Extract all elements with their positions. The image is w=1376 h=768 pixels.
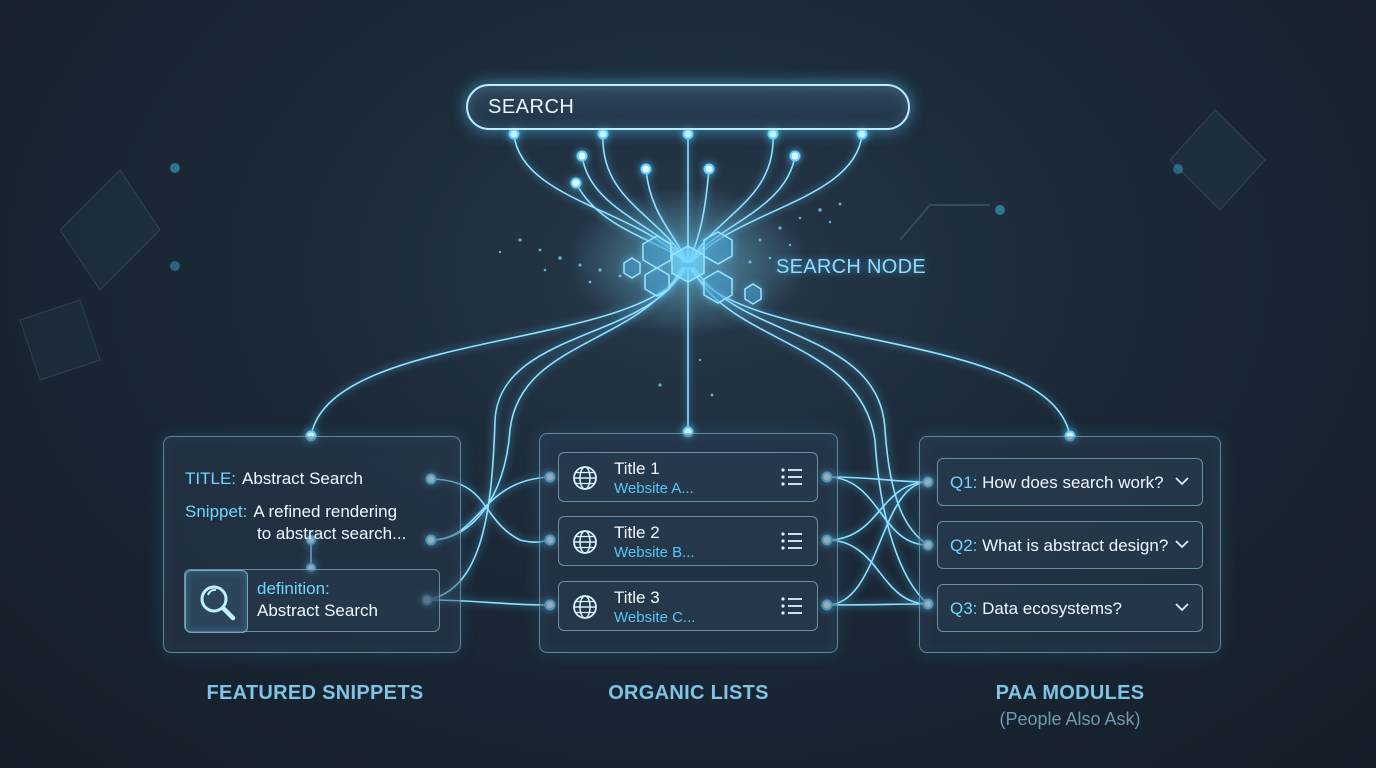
paa-question-label: What is abstract design?	[982, 536, 1169, 555]
featured-title-value: Abstract Search	[242, 469, 363, 488]
search-input[interactable]	[468, 86, 908, 128]
organic-result-title: Title 2	[614, 523, 660, 542]
organic-result-site: Website A...	[614, 480, 694, 497]
paa-question-number: Q1:	[950, 473, 978, 492]
definition-card[interactable]: definition: Abstract Search	[184, 569, 440, 633]
paa-question-number: Q3:	[950, 599, 978, 618]
magnifier-icon-box	[185, 570, 248, 633]
paa-question-2[interactable]: Q2: What is abstract design?	[937, 521, 1203, 569]
chevron-down-icon[interactable]	[1175, 540, 1189, 549]
featured-title-key: TITLE:	[185, 469, 237, 488]
paa-question-label: How does search work?	[982, 473, 1164, 492]
featured-snippet-key: Snippet:	[185, 502, 248, 521]
organic-result-site: Website B...	[614, 544, 695, 561]
list-icon	[781, 532, 802, 550]
globe-icon	[573, 530, 597, 554]
globe-icon	[573, 466, 597, 490]
search-bar[interactable]	[466, 84, 910, 130]
chevron-down-icon[interactable]	[1175, 477, 1189, 486]
featured-title-row: TITLE: Abstract Search	[185, 468, 363, 490]
list-icon	[781, 468, 802, 486]
paa-modules-label: PAA MODULES	[995, 682, 1145, 704]
organic-result-title: Title 3	[614, 588, 660, 607]
organic-lists-label: ORGANIC LISTS	[608, 682, 769, 704]
paa-question-label: Data ecosystems?	[982, 599, 1122, 618]
featured-snippets-label: FEATURED SNIPPETS	[206, 682, 424, 704]
organic-result-1[interactable]: Title 1 Website A...	[558, 452, 818, 502]
list-icon	[781, 597, 802, 615]
paa-modules-sublabel: (People Also Ask)	[999, 709, 1141, 729]
paa-question-text: Q1: How does search work?	[950, 473, 1164, 493]
definition-key: definition:	[257, 579, 330, 598]
paa-question-number: Q2:	[950, 536, 978, 555]
organic-result-title: Title 1	[614, 459, 660, 478]
organic-result-2[interactable]: Title 2 Website B...	[558, 516, 818, 566]
featured-snippet-line1: A refined rendering	[253, 502, 398, 521]
paa-question-text: Q2: What is abstract design?	[950, 536, 1168, 556]
magnifier-icon	[200, 585, 236, 621]
featured-snippet-line2: to abstract search...	[257, 524, 407, 543]
paa-question-3[interactable]: Q3: Data ecosystems?	[937, 584, 1203, 632]
organic-result-site: Website C...	[614, 609, 696, 626]
globe-icon	[573, 595, 597, 619]
paa-question-1[interactable]: Q1: How does search work?	[937, 458, 1203, 506]
hexagon-cluster	[623, 231, 762, 305]
paa-question-text: Q3: Data ecosystems?	[950, 599, 1122, 619]
featured-snippet-row: Snippet: A refined rendering	[185, 501, 397, 523]
chevron-down-icon[interactable]	[1175, 603, 1189, 612]
search-node-label: SEARCH NODE	[776, 256, 926, 278]
organic-result-3[interactable]: Title 3 Website C...	[558, 581, 818, 631]
background-decor	[19, 109, 1266, 381]
definition-value: Abstract Search	[257, 601, 378, 620]
